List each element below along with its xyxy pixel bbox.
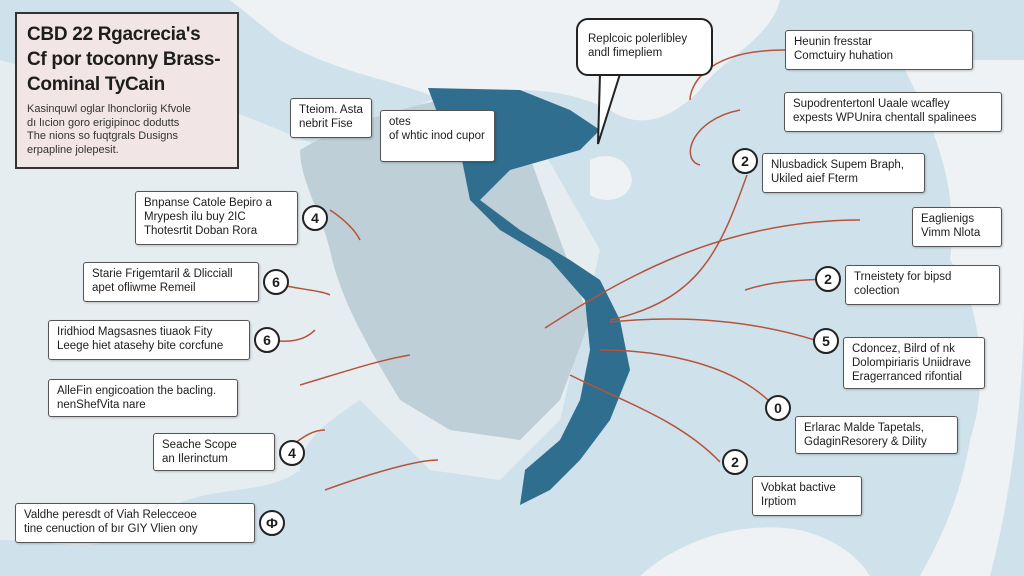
callout-text: nebrit Fise bbox=[299, 118, 353, 130]
callout-text: apet ofliwme Remeil bbox=[92, 282, 196, 294]
callout-text: Nlusbadick Supem Braph, bbox=[771, 159, 904, 171]
title-line: CBD 22 Rgacrecia's bbox=[27, 24, 201, 45]
description-line: The nions so fuqtgrals Dusigns bbox=[27, 130, 179, 142]
callout-text: Valdhe peresdt of Viah Relecceoe bbox=[24, 509, 197, 521]
callout-text: Bnpanse Catole Bepiro a bbox=[144, 197, 272, 209]
callout-text: Ukiled aief Fterm bbox=[771, 173, 858, 185]
callout-text: Cdoncez, Bilrd of nk bbox=[852, 343, 955, 355]
callout-left-0: Tteiom. Asta nebrit Fise bbox=[290, 98, 372, 138]
callout-text: Iridhiod Magsasnes tiuaok Fity bbox=[57, 326, 213, 338]
callout-text: Vobkat bactive bbox=[761, 482, 836, 494]
callout-right-5: Cdoncez, Bilrd of nk Dolompiriaris Uniidr… bbox=[843, 337, 985, 389]
number-badge: 0 bbox=[765, 395, 791, 421]
callout-text: nenShefVita nare bbox=[57, 399, 146, 411]
island-philippines bbox=[900, 60, 1024, 576]
callout-left-2: Bnpanse Catole Bepiro a Mrypesh ilu buy 2… bbox=[135, 191, 298, 245]
title-panel: CBD 22 Rgacrecia's Cf por toconny Brass- C… bbox=[15, 12, 239, 169]
callout-text: Trneistety for bipsd bbox=[854, 271, 952, 283]
callout-text: Eragerranced rifontial bbox=[852, 371, 962, 383]
description-line: erpapline jolepesit. bbox=[27, 143, 119, 156]
callout-text: Erlarac Malde Tapetals, bbox=[804, 422, 924, 434]
callout-right-4: Trneistety for bipsd colection bbox=[845, 265, 1000, 305]
callout-left-3: Starie Frigemtaril & Dlicciall apet ofliw… bbox=[83, 262, 259, 302]
number-badge: 5 bbox=[813, 328, 839, 354]
description-line: Kasinquwl oglar lhoncloriig Kfvole bbox=[27, 103, 191, 115]
land-neighbors bbox=[300, 100, 590, 440]
callout-text: Seache Scope bbox=[162, 439, 237, 451]
number-badge: 6 bbox=[254, 327, 280, 353]
number-badge: 2 bbox=[815, 266, 841, 292]
callout-text: AlleFin engicoation the bacling. bbox=[57, 385, 217, 397]
island-borneo bbox=[640, 527, 870, 576]
callout-text: Supodrentertonl Uaale wcafley bbox=[793, 98, 950, 110]
callout-text: Mrypesh ilu buy 2IC bbox=[144, 211, 246, 223]
title-line: Cominal TyCain bbox=[27, 74, 165, 95]
callout-text: Leege hiet atasehy bite corcfune bbox=[57, 340, 224, 352]
callout-text: Irptiom bbox=[761, 496, 797, 508]
callout-text: Tteiom. Asta bbox=[299, 104, 363, 116]
speech-bubble: Replcoic polerlibley andl fimepliem bbox=[576, 18, 713, 76]
page-title: CBD 22 Rgacrecia's Cf por toconny Brass- C… bbox=[27, 22, 227, 97]
number-badge: 2 bbox=[732, 148, 758, 174]
number-badge: 6 bbox=[263, 269, 289, 295]
callout-left-6: Seache Scope an Ilerinctum bbox=[153, 433, 275, 471]
callout-right-6: Erlarac Malde Tapetals, GdaginResorery & … bbox=[795, 416, 958, 454]
callout-left-1: otes of whtic inod cupor bbox=[380, 110, 495, 162]
callout-text: Dolompiriaris Uniidrave bbox=[852, 357, 971, 369]
number-badge: 4 bbox=[302, 205, 328, 231]
callout-text: Vimm Nlota bbox=[921, 227, 981, 239]
country-highlight bbox=[428, 88, 630, 505]
callout-text: colection bbox=[854, 285, 900, 297]
callout-right-2: Nlusbadick Supem Braph, Ukiled aief Fterm bbox=[762, 153, 925, 193]
callout-text: an Ilerinctum bbox=[162, 453, 228, 465]
description-line: dı lıcion goro erigipinoc dodutts bbox=[27, 116, 180, 129]
callout-text: Heunin fresstar bbox=[794, 36, 872, 48]
callout-text: Thotesrtit Doban Rora bbox=[144, 225, 258, 237]
bubble-text: Replcoic polerlibley bbox=[588, 33, 688, 45]
callout-text: Comctuiry huhation bbox=[794, 50, 894, 62]
bubble-text: andl fimepliem bbox=[588, 47, 663, 59]
number-badge: 4 bbox=[279, 440, 305, 466]
callout-text: GdaginResorery & Dility bbox=[804, 436, 927, 448]
callout-text: tine cenuction of bır GIY Vlien ony bbox=[24, 523, 198, 535]
number-badge: Ф bbox=[259, 510, 285, 536]
title-line: Cf por toconny Brass- bbox=[27, 49, 221, 70]
callout-left-7: Valdhe peresdt of Viah Relecceoe tine cen… bbox=[15, 503, 255, 543]
callout-text: Starie Frigemtaril & Dlicciall bbox=[92, 268, 233, 280]
callout-text: of whtic inod cupor bbox=[389, 130, 485, 142]
callout-text: otes bbox=[389, 116, 411, 128]
callout-text: expests WPUnira chentall spalinees bbox=[793, 112, 977, 124]
callout-left-5: AlleFin engicoation the bacling. nenShefV… bbox=[48, 379, 238, 417]
callout-right-1: Supodrentertonl Uaale wcafley expests WPU… bbox=[784, 92, 1002, 132]
island-hainan bbox=[590, 156, 632, 200]
callout-text: Eaglienigs bbox=[921, 213, 975, 225]
number-badge: 2 bbox=[722, 449, 748, 475]
speech-bubble-tail bbox=[597, 73, 621, 145]
